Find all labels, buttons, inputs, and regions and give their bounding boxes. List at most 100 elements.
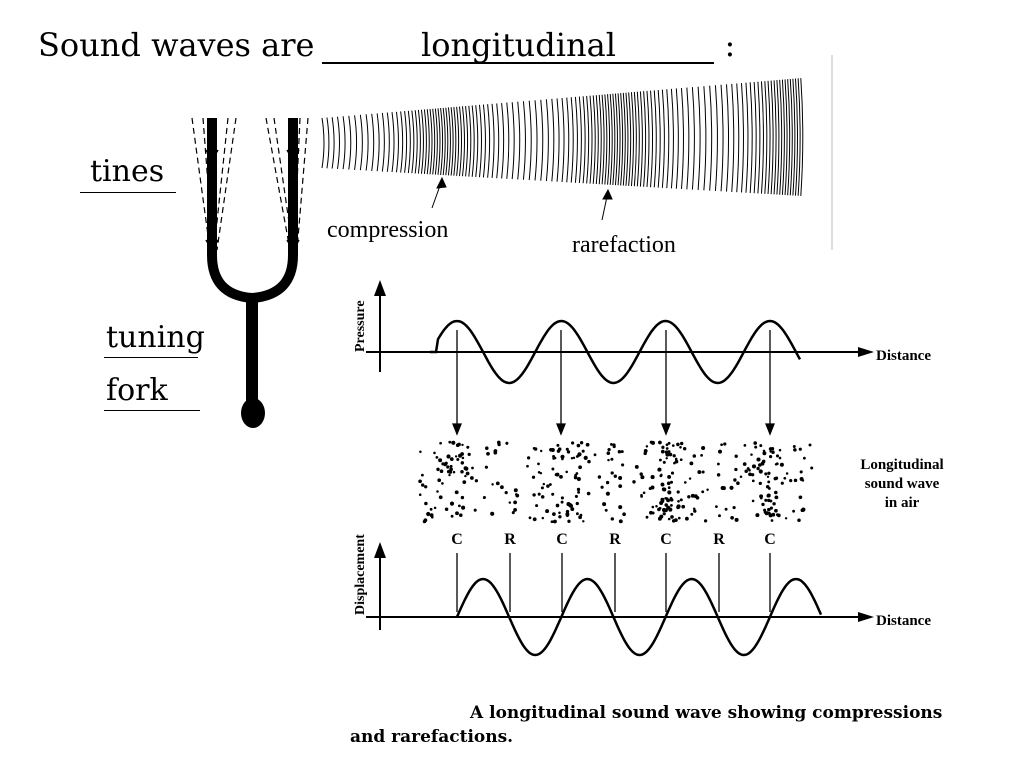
air-particle [634, 464, 639, 469]
wavefront-line [417, 109, 421, 174]
air-particle [474, 479, 479, 483]
wavefront-line [776, 80, 780, 195]
air-particle [607, 447, 611, 452]
air-particle [681, 504, 686, 509]
air-particle [732, 506, 736, 510]
air-particle [693, 494, 698, 499]
air-particle [742, 462, 747, 466]
wavefront-line [797, 78, 801, 196]
air-particle [643, 451, 647, 456]
air-particle [645, 515, 649, 519]
air-particle [542, 482, 546, 486]
air-particle [618, 484, 623, 488]
air-particle [758, 469, 763, 474]
air-particle [618, 519, 623, 524]
air-particle [662, 512, 666, 516]
air-particle [559, 475, 563, 479]
air-particle [767, 507, 771, 512]
air-particle [701, 445, 706, 451]
air-particle [493, 449, 498, 453]
air-particle [532, 493, 536, 497]
air-particle [769, 499, 773, 503]
wavefront-lines [321, 78, 804, 196]
air-particle [495, 481, 500, 486]
cr-marker-6: R [713, 531, 725, 548]
air-particle [672, 454, 676, 458]
air-particle [730, 515, 734, 520]
air-particle [461, 456, 465, 460]
wavefront-line [561, 97, 565, 183]
air-particle [736, 481, 740, 485]
air-particle [667, 474, 672, 479]
wavefront-line [551, 98, 555, 182]
wavefront-line [622, 92, 626, 186]
wavefront-line [657, 89, 661, 188]
air-particle [464, 474, 467, 478]
air-particle [600, 485, 604, 489]
connector-lines [452, 330, 775, 436]
air-particle [682, 446, 687, 451]
air-particle [657, 467, 662, 472]
wavefront-line [612, 93, 616, 186]
wavefront-line [617, 93, 621, 186]
air-particle [697, 470, 702, 475]
air-particle [455, 511, 459, 516]
air-particle [744, 469, 748, 473]
air-particle [775, 454, 780, 458]
air-particle [424, 501, 428, 506]
wavefront-line [709, 85, 713, 191]
wavefront-line [465, 105, 469, 177]
wavefront-line [501, 102, 505, 179]
air-particle [612, 444, 616, 449]
air-particle [441, 482, 444, 485]
air-particle [540, 449, 543, 453]
air-particle [734, 467, 738, 472]
air-particle [797, 518, 801, 523]
wavefront-line [395, 111, 399, 173]
wavefront-line [556, 98, 560, 182]
wavefront-line [487, 104, 491, 178]
air-particle [458, 504, 461, 508]
wavefront-line [376, 113, 380, 172]
air-particle [429, 507, 433, 511]
air-particle [676, 490, 680, 494]
air-particle [639, 472, 643, 476]
air-particle [555, 503, 560, 508]
air-particle [767, 486, 771, 490]
air-label-line-2: sound wave [865, 476, 940, 492]
wavefront-line [496, 103, 500, 179]
air-particle [661, 445, 665, 449]
air-particle [718, 514, 721, 518]
air-particle [721, 486, 726, 491]
air-particle [460, 495, 465, 500]
wavefront-line [767, 80, 771, 195]
air-particle [610, 517, 615, 521]
air-particle [679, 498, 683, 502]
air-particle [435, 456, 439, 459]
air-particle [593, 453, 597, 457]
air-particle [556, 449, 561, 453]
wavefront-line [589, 95, 593, 184]
air-particle [470, 476, 474, 480]
air-particle [448, 470, 453, 474]
wavefront-line [789, 78, 793, 196]
wavefront-line [491, 103, 495, 178]
air-particle [618, 505, 623, 510]
wavefront-line [400, 111, 404, 173]
air-particle [649, 440, 653, 444]
pressure-curve [430, 319, 802, 385]
air-particle [659, 501, 664, 505]
air-particle [597, 475, 602, 479]
air-particle [459, 513, 463, 517]
air-particle [667, 490, 672, 495]
air-particle [607, 458, 610, 462]
air-particle [764, 498, 768, 502]
wavefront-line [604, 94, 608, 185]
air-particle [450, 514, 454, 518]
wavefront-line [749, 82, 753, 194]
air-particle [531, 475, 536, 479]
underline-tines [80, 192, 176, 193]
wavefront-line [731, 83, 735, 192]
underline-tuning [104, 357, 198, 358]
wavefront-line [736, 83, 740, 193]
